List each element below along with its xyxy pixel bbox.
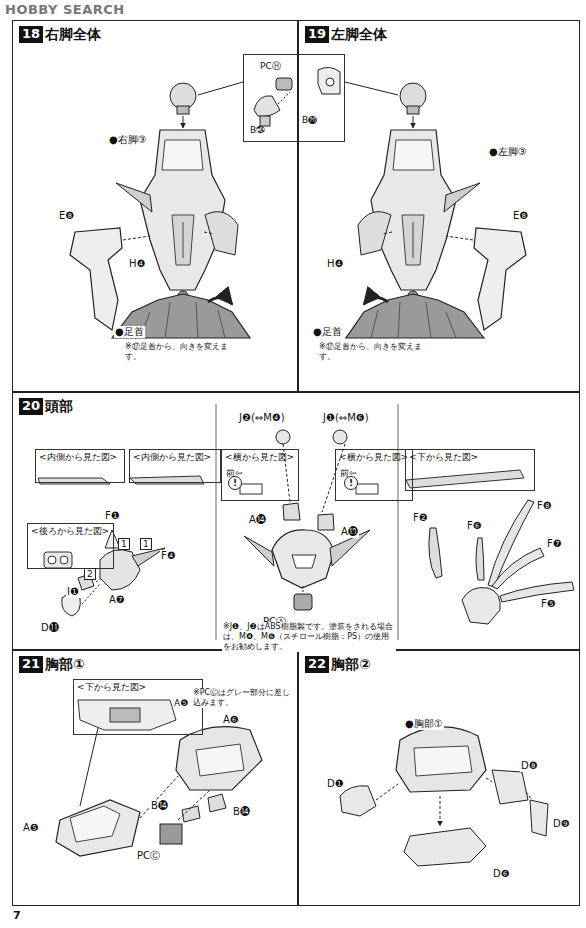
step-number: 19 [305,26,329,43]
part-label: F❶ [104,510,121,522]
part-label: D❽ [520,760,539,772]
part-label: ●足首 [312,326,343,338]
part-label: B⓮ [150,800,169,812]
step-number: 22 [305,656,329,673]
part-label: D❾ [552,818,571,830]
part-label: F❷ [412,512,429,524]
view-box: <横から見た図>前⇦ [221,449,299,501]
assembly-note: ※⑰足首から、向きを変えます。 [318,342,432,362]
view-box: <内側から見た図> [35,449,125,483]
part-label: A⓮ [248,514,267,526]
view-box: PCⒽ B⓴ B㉔ [243,54,345,142]
part-label: A⓭ [340,526,359,538]
step-title: 胸部① [45,656,85,672]
part-label: ●足首 [114,326,145,338]
part-label: ●胸部① [404,718,444,730]
part-label: E❽ [58,210,75,222]
node-text: PCⒽ [260,61,281,71]
node-text: <横から見た図> [225,452,294,462]
watermark: HOBBY SEARCH [4,3,126,18]
view-box: <後ろから見た図> [27,523,114,569]
node-text: B㉔ [250,125,265,135]
view-box: <下から見た図> A❺ [73,679,203,735]
part-label: ●右脚③ [108,134,148,146]
part-label: D⓫ [40,622,60,634]
caution-mark: ! [228,476,242,490]
part-label: PCⒸ [136,850,161,862]
assembly-note: ※J❶、J❷はABS樹脂製です。塗装をされる場合は、M❹、M❻（スチロール樹脂：… [222,622,396,652]
node-text: <後ろから見た図> [31,526,109,536]
caution-mark: ! [344,476,358,490]
step-number: 20 [19,398,43,415]
part-label: F❽ [536,500,553,512]
part-label: A❺ [22,822,40,834]
view-box: <横から見た図>前⇦ [335,449,413,501]
part-label: D❻ [492,868,511,880]
node-text: A❺ [174,698,188,708]
part-label: B⓮ [232,806,251,818]
part-label: H❹ [326,258,344,270]
node-text: <下から見た図> [77,682,146,692]
step-title: 胸部② [331,656,371,672]
view-box: <内側から見た図> [129,449,221,483]
part-label: E❽ [512,210,529,222]
assembly-note: ※PCⒸはグレー部分に差し込みます。 [192,688,294,708]
page-number: 7 [12,910,22,923]
order-number: 2 [84,568,96,580]
assembly-note: ※⑰足首から、向きを変えます。 [124,342,238,362]
part-label: F❹ [160,550,177,562]
view-box: <下から見た図> [405,449,535,491]
part-label: J❶(⇔M❻) [322,412,370,424]
part-label: D❶ [326,778,345,790]
part-label: ●左脚③ [488,146,528,158]
part-label: A❻ [222,714,240,726]
part-label: A❼ [108,594,126,606]
order-number: 1 [140,538,152,550]
step-number: 21 [19,656,43,673]
step-panel: 20頭部 <内側から見た図> <内側から見た図> <後ろから見た図> <横から見た図>前… [12,392,580,650]
part-label: J❷(⇔M❹) [238,412,286,424]
node-text: <下から見た図> [409,452,478,462]
step-title: 頭部 [45,398,73,414]
order-number: 1 [118,538,130,550]
node-text: <内側から見た図> [39,452,117,462]
step-panel: 18右脚全体 [12,20,298,392]
part-label: H❹ [128,258,146,270]
step-title: 左脚全体 [331,26,387,42]
node-text: <内側から見た図> [133,452,211,462]
node-text: <横から見た図> [339,452,408,462]
step-number: 18 [19,26,43,43]
part-label: F❺ [540,598,557,610]
step-title: 右脚全体 [45,26,101,42]
part-label: I❶ [66,586,80,598]
node-text: B⓴ [302,115,317,125]
part-label: F❼ [546,538,563,550]
part-label: F❻ [466,520,483,532]
